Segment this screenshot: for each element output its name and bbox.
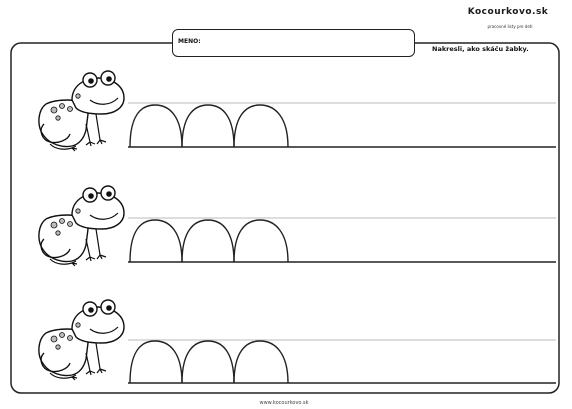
jump-loop <box>181 340 235 384</box>
jump-loop <box>129 104 183 148</box>
brand-logo: Kocourkovo.sk <box>467 7 549 17</box>
name-label: MENO: <box>178 38 201 45</box>
footer-url: www.kocourkovo.sk <box>259 400 309 406</box>
name-field[interactable]: MENO: <box>172 29 415 57</box>
jump-loop <box>233 104 289 148</box>
jump-loop <box>129 219 183 263</box>
frog-illustration <box>38 70 125 152</box>
frog-illustration <box>38 185 125 267</box>
jump-loop <box>181 104 235 148</box>
jump-loop <box>233 219 289 263</box>
jump-loop <box>129 340 183 384</box>
brand-subtitle: pracovné listy pre deti <box>487 24 533 29</box>
jump-loop <box>181 219 235 263</box>
frog-illustration <box>38 299 125 381</box>
instruction-text: Nakresli, ako skáču žabky. <box>432 45 529 53</box>
jump-loop <box>233 340 289 384</box>
